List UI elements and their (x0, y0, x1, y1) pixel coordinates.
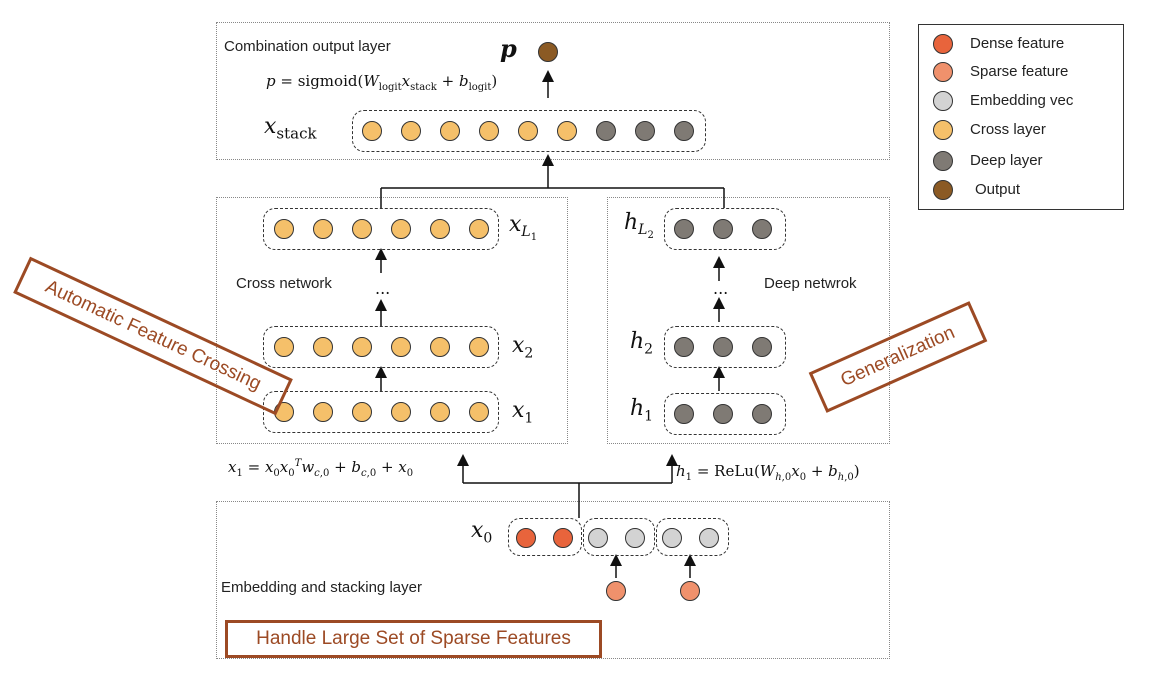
deep-node (752, 404, 772, 424)
cross-node (391, 219, 411, 239)
deep-node (713, 219, 733, 239)
p-label: p (500, 34, 517, 63)
sparse-node (606, 581, 626, 601)
deep-swatch (933, 151, 953, 171)
embedding-group-2 (656, 518, 729, 556)
cross-layer-1-group (263, 391, 499, 433)
cross-node (352, 337, 372, 357)
stack-group (352, 110, 706, 152)
cross-node (313, 402, 333, 422)
cross-node (469, 337, 489, 357)
stack-deep-node (596, 121, 616, 141)
stack-cross-node (440, 121, 460, 141)
cross-node (352, 402, 372, 422)
sparse-features-callout: Handle Large Set of Sparse Features (225, 620, 602, 658)
deep-formula: h1 = ReLu(Wh,0x0 + bh,0) (676, 462, 860, 483)
cross-node (430, 219, 450, 239)
dense-swatch (933, 34, 953, 54)
legend-label: Embedding vec (970, 92, 1074, 109)
deep-node (752, 219, 772, 239)
cross-layer-L1-group (263, 208, 499, 250)
embedding-layer-frame (216, 501, 890, 659)
cross-layer-2-group (263, 326, 499, 368)
output-layer-title: Combination output layer (224, 38, 391, 55)
x0-label: x0 (471, 518, 493, 547)
cross-node (391, 337, 411, 357)
dense-node (553, 528, 573, 548)
embedding-node (699, 528, 719, 548)
deep-node (674, 337, 694, 357)
cross-node (430, 402, 450, 422)
sparse-swatch (933, 62, 953, 82)
h-2-label: h2 (630, 329, 654, 358)
cross-formula: x1 = x0x0Twc,0 + bc,0 + x0 (228, 458, 414, 479)
cross-node (274, 402, 294, 422)
stack-cross-node (362, 121, 382, 141)
x-stack-label: xstack (264, 114, 317, 143)
stack-deep-node (674, 121, 694, 141)
stack-cross-node (557, 121, 577, 141)
dense-node (516, 528, 536, 548)
embedding-node (588, 528, 608, 548)
cross-node (313, 219, 333, 239)
h-L2-label: hL2 (624, 210, 654, 242)
legend-label: Output (975, 181, 1021, 198)
cross-node (274, 219, 294, 239)
cross-node (469, 219, 489, 239)
cross-node (352, 219, 372, 239)
legend-label: Deep layer (970, 152, 1043, 169)
embedding-node (625, 528, 645, 548)
deep-network-title: Deep netwrok (764, 275, 857, 292)
cross-network-title: Cross network (236, 275, 332, 292)
embedding-layer-title: Embedding and stacking layer (221, 579, 422, 596)
deep-node (713, 337, 733, 357)
x-1-label: x1 (512, 398, 534, 427)
deep-node (752, 337, 772, 357)
cross-node (313, 337, 333, 357)
stack-cross-node (518, 121, 538, 141)
cross-node (430, 337, 450, 357)
cross-swatch (933, 120, 953, 140)
stack-cross-node (479, 121, 499, 141)
x-L1-label: xL1 (509, 212, 538, 244)
legend-label: Cross layer (970, 121, 1046, 138)
deep-network-frame (607, 197, 890, 444)
dense-group (508, 518, 582, 556)
legend: Dense feature Sparse feature Embedding v… (918, 24, 1124, 210)
deep-node (713, 404, 733, 424)
legend-label: Sparse feature (970, 63, 1069, 80)
x-2-label: x2 (512, 333, 534, 362)
legend-label: Dense feature (970, 35, 1065, 52)
embedding-node (662, 528, 682, 548)
cross-node (469, 402, 489, 422)
deep-node (674, 219, 694, 239)
cross-node (391, 402, 411, 422)
stack-deep-node (635, 121, 655, 141)
cross-node (274, 337, 294, 357)
deep-node (674, 404, 694, 424)
sigmoid-formula: p = sigmoid(Wlogitxstack + blogit) (266, 72, 498, 93)
h-1-label: h1 (630, 396, 654, 425)
cross-ellipsis: ... (375, 279, 391, 298)
embedding-group-1 (583, 518, 655, 556)
deep-layer-1-group (664, 393, 786, 435)
cross-network-frame (216, 197, 568, 444)
sparse-node (680, 581, 700, 601)
deep-layer-L2-group (664, 208, 786, 250)
deep-layer-2-group (664, 326, 786, 368)
deep-ellipsis: ... (713, 279, 729, 298)
embedding-swatch (933, 91, 953, 111)
output-swatch (933, 180, 953, 200)
output-node (538, 42, 558, 62)
stack-cross-node (401, 121, 421, 141)
